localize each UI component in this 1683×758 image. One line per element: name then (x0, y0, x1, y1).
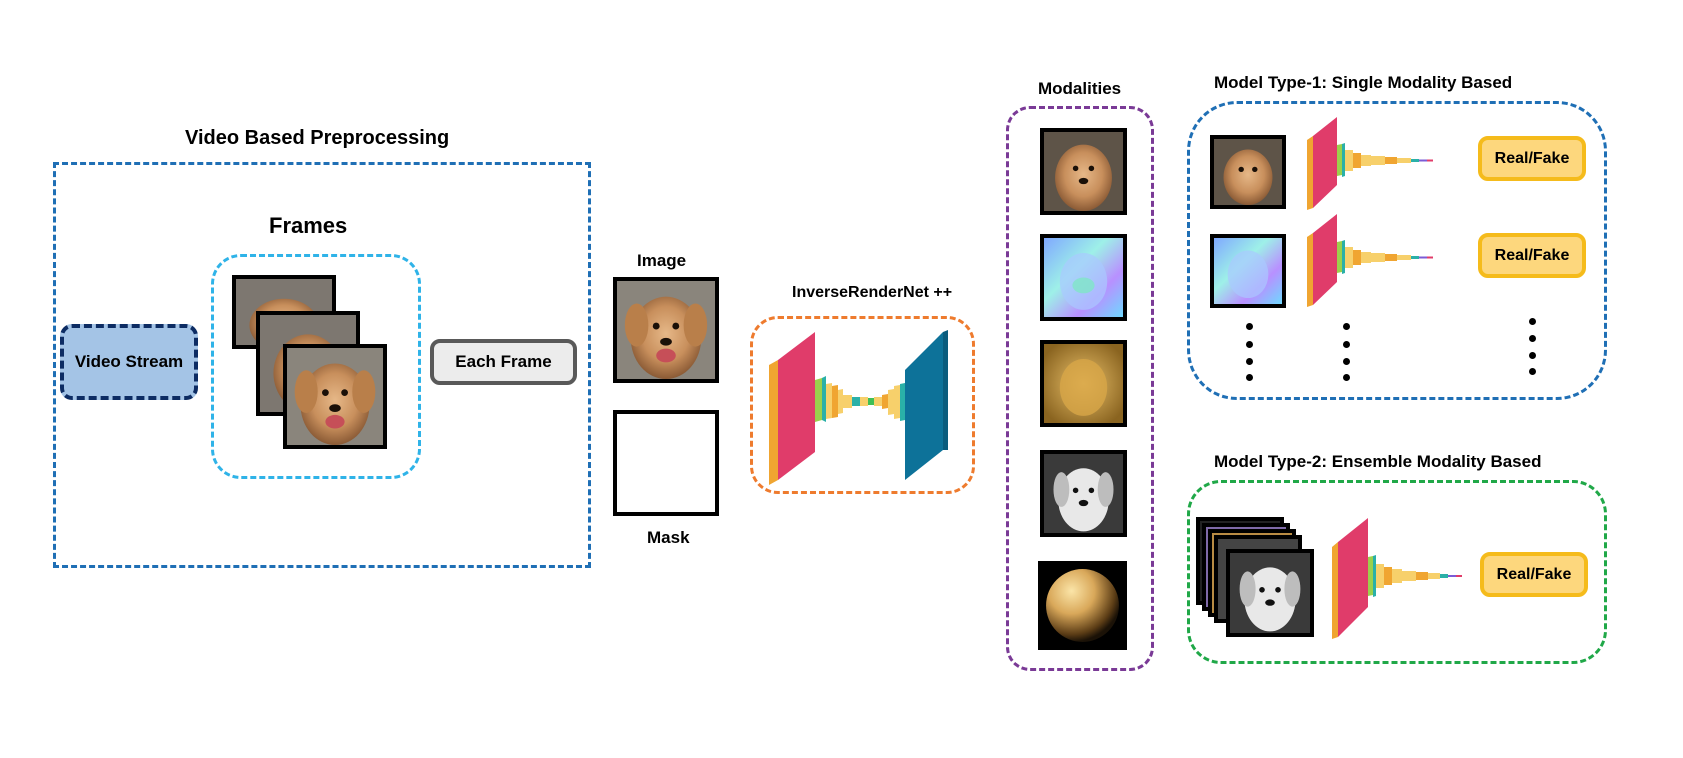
frame-thumbnail (283, 344, 387, 449)
model1-input-original (1210, 135, 1286, 209)
ellipsis-dot (1343, 323, 1350, 330)
preprocessing-title: Video Based Preprocessing (185, 127, 450, 149)
ellipsis-dot (1343, 358, 1350, 365)
ellipsis-dot (1246, 358, 1253, 365)
albedo-map-icon (1044, 344, 1123, 423)
real-fake-label: Real/Fake (1494, 246, 1570, 264)
model1-output-1: Real/Fake (1478, 136, 1586, 181)
video-stream-box: Video Stream (60, 324, 198, 400)
lighting-sphere-icon (1042, 565, 1123, 646)
normal-map-icon (1044, 238, 1123, 317)
image-frame (613, 277, 719, 383)
frames-title: Frames (269, 213, 348, 238)
model-type-1-box (1187, 101, 1607, 400)
video-stream-label: Video Stream (74, 352, 184, 371)
network-box (750, 316, 975, 494)
frames-box (211, 254, 421, 479)
classifier-network-icon (1307, 117, 1433, 210)
network-label: InverseRenderNet ++ (792, 284, 953, 301)
modality-shading (1040, 450, 1127, 537)
classifier-network-icon (1332, 518, 1462, 639)
dog-photo-icon (287, 348, 383, 445)
shading-map-icon (1230, 553, 1310, 633)
image-label: Image (637, 251, 687, 270)
dog-photo-icon (617, 281, 715, 379)
model2-output: Real/Fake (1480, 552, 1588, 597)
modalities-box (1006, 106, 1154, 671)
modalities-title: Modalities (1038, 79, 1122, 98)
modality-normal (1040, 234, 1127, 321)
preprocessing-box (53, 162, 591, 568)
normal-map-icon (1214, 238, 1282, 304)
shading-map-icon (1044, 454, 1123, 533)
modality-lighting (1038, 561, 1127, 650)
dog-photo-icon (1214, 139, 1282, 205)
ensemble-stack-top (1226, 549, 1314, 637)
ellipsis-dot (1529, 368, 1536, 375)
ellipsis-dot (1246, 341, 1253, 348)
ellipsis-dot (1343, 341, 1350, 348)
ellipsis-dot (1529, 335, 1536, 342)
ellipsis-dot (1529, 318, 1536, 325)
mask-label: Mask (647, 528, 690, 547)
model-type-2-box (1187, 480, 1607, 664)
each-frame-box: Each Frame (430, 339, 577, 385)
real-fake-label: Real/Fake (1496, 565, 1572, 583)
classifier-network-icon (1307, 214, 1433, 307)
real-fake-label: Real/Fake (1494, 149, 1570, 167)
dog-photo-icon (1044, 132, 1123, 211)
model-type-1-title: Model Type-1: Single Modality Based (1214, 73, 1513, 92)
modality-albedo (1040, 340, 1127, 427)
model1-output-2: Real/Fake (1478, 233, 1586, 278)
encoder-decoder-network-icon (769, 330, 948, 485)
ellipsis-dot (1529, 352, 1536, 359)
ellipsis-dot (1246, 323, 1253, 330)
model-type-2-title: Model Type-2: Ensemble Modality Based (1214, 452, 1542, 471)
model1-input-normal (1210, 234, 1286, 308)
each-frame-label: Each Frame (455, 352, 552, 371)
ellipsis-dot (1343, 374, 1350, 381)
ellipsis-dot (1246, 374, 1253, 381)
mask-frame (613, 410, 719, 516)
modality-original (1040, 128, 1127, 215)
